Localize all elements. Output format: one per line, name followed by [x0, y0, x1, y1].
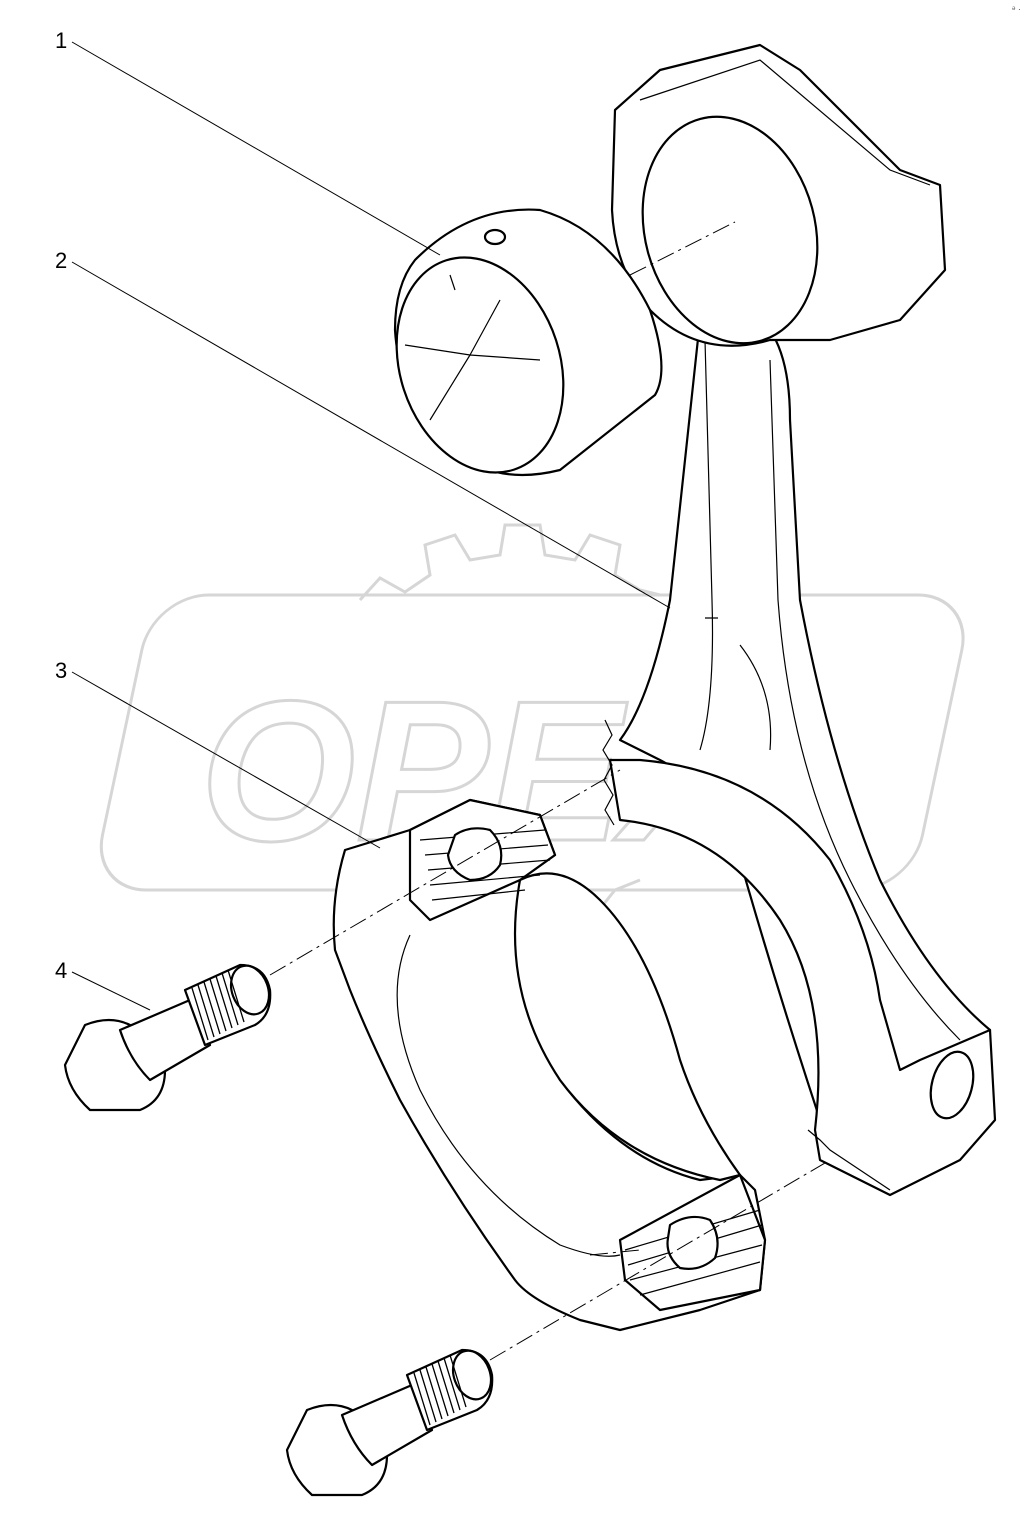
rod-small-end-edge: [639, 59, 931, 186]
callout-4: 4: [55, 958, 67, 983]
axis-lower-bolt: [489, 1159, 831, 1361]
rod-small-end-bore: [641, 115, 819, 345]
bushing-face: [395, 256, 565, 474]
rod-cap-bolt-hole-upper: [446, 827, 503, 882]
rod-serration-upper: [602, 719, 615, 826]
rod-shank-rib-right: [769, 359, 961, 1041]
rod-locating-mark: [705, 617, 772, 751]
callout-leaders: [71, 41, 671, 1011]
rod-cap: [332, 798, 767, 1332]
bolt-lower-threads: [413, 1354, 467, 1426]
cap-bolt-lower: [285, 1348, 494, 1497]
callout-labels: 1 2 3 4: [55, 28, 67, 983]
rod-cap-inner-edge: [396, 934, 621, 1257]
watermark-gear-outline: [358, 523, 661, 602]
cap-bolt-upper: [63, 963, 272, 1112]
axis-cap-lower: [589, 1249, 641, 1256]
bushing-oil-groove: [404, 274, 541, 421]
leader-3: [71, 671, 381, 849]
leader-2: [71, 261, 671, 609]
callout-3: 3: [55, 658, 67, 683]
rod-cap-bore: [513, 872, 742, 1182]
bolt-upper-shank: [118, 998, 212, 1082]
callout-2: 2: [55, 248, 67, 273]
rod-cap-bolt-hole-lower: [666, 1215, 719, 1270]
axis-bushing: [629, 221, 736, 276]
bushing-oil-hole: [483, 228, 507, 246]
bolt-upper-tip: [229, 964, 271, 1016]
bolt-lower-tip: [451, 1349, 493, 1401]
corner-mark: ᵊ ·: [1012, 4, 1021, 14]
rod-big-end-upper: [608, 758, 997, 1197]
leader-4: [71, 971, 151, 1011]
axis-upper-bolt: [269, 769, 621, 976]
leader-1: [71, 41, 441, 256]
connecting-rod: [602, 43, 997, 1197]
assembly-axes: [269, 221, 831, 1361]
rod-shank-rib-left: [699, 339, 714, 751]
rod-serration-lower: [807, 1129, 891, 1191]
bushing: [393, 208, 663, 477]
callout-1: 1: [55, 28, 67, 53]
bolt-lower-shank: [340, 1383, 434, 1467]
rod-oil-hole: [929, 1050, 975, 1120]
bolt-upper-threads: [191, 969, 245, 1041]
